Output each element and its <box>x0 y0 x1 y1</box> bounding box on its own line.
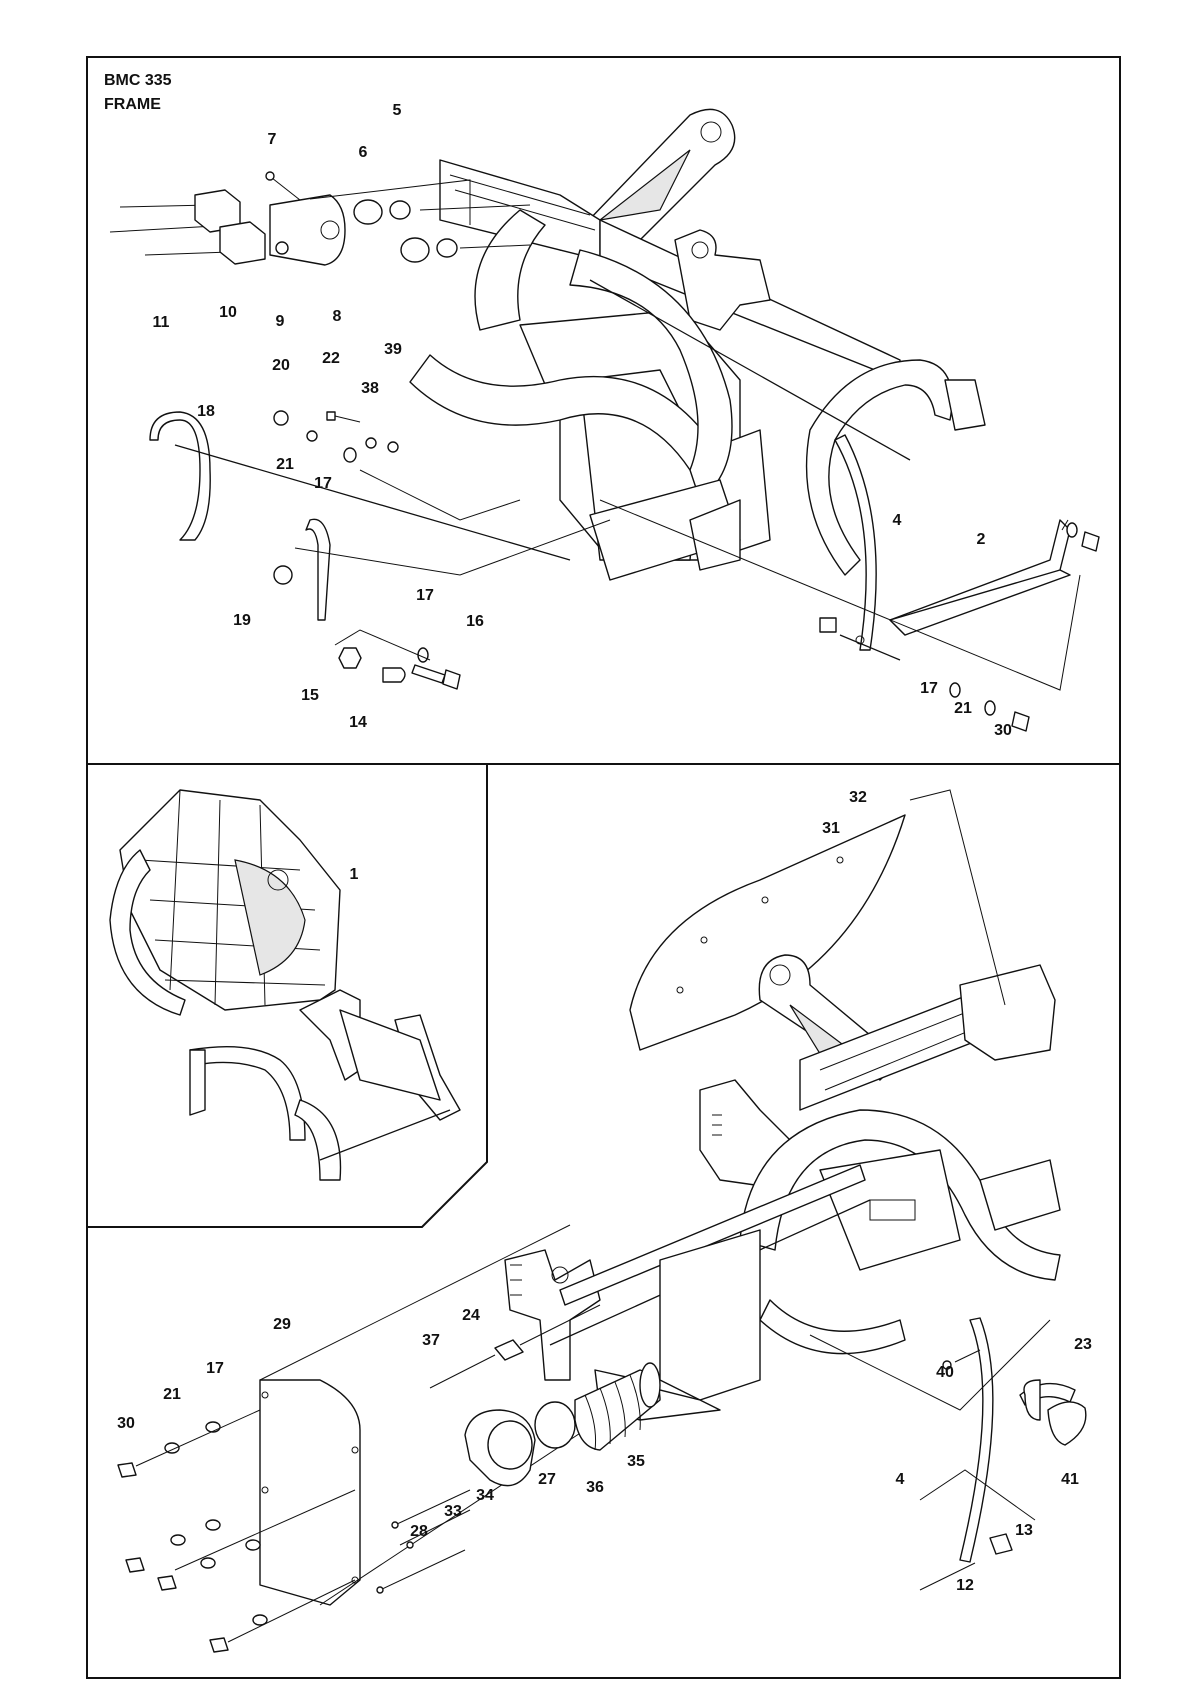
lower-frame-assembly <box>117 789 1087 1653</box>
callout-41: 41 <box>1061 1471 1079 1488</box>
callout-29: 29 <box>273 1316 291 1333</box>
callout-8: 8 <box>333 308 342 325</box>
callout-24: 24 <box>462 1307 480 1324</box>
callout-10: 10 <box>219 304 237 321</box>
callout-5: 5 <box>393 102 402 119</box>
inset-frame-item-1 <box>109 789 461 1181</box>
callout-30: 30 <box>994 722 1012 739</box>
callout-36: 36 <box>586 1479 604 1496</box>
callout-20: 20 <box>272 357 290 374</box>
callout-21: 21 <box>163 1386 181 1403</box>
header-model: BMC 335 <box>104 72 172 89</box>
callout-6: 6 <box>359 144 368 161</box>
callout-33: 33 <box>444 1503 462 1520</box>
callout-1: 1 <box>350 866 359 883</box>
callout-34: 34 <box>476 1487 494 1504</box>
callout-17: 17 <box>314 475 332 492</box>
callout-17: 17 <box>920 680 938 697</box>
callout-31: 31 <box>822 820 840 837</box>
callout-28: 28 <box>410 1523 428 1540</box>
callout-16: 16 <box>466 613 484 630</box>
callout-4: 4 <box>893 512 902 529</box>
callout-17: 17 <box>206 1360 224 1377</box>
callout-23: 23 <box>1074 1336 1092 1353</box>
callout-30: 30 <box>117 1415 135 1432</box>
callout-40: 40 <box>936 1364 954 1381</box>
upper-frame-assembly <box>109 108 1100 732</box>
diagram-border <box>86 56 1121 1679</box>
callout-18: 18 <box>197 403 215 420</box>
callout-21: 21 <box>954 700 972 717</box>
header-section: FRAME <box>104 96 161 113</box>
callout-14: 14 <box>349 714 367 731</box>
callout-19: 19 <box>233 612 251 629</box>
callout-12: 12 <box>956 1577 974 1594</box>
callout-39: 39 <box>384 341 402 358</box>
callout-38: 38 <box>361 380 379 397</box>
callout-17: 17 <box>416 587 434 604</box>
callout-37: 37 <box>422 1332 440 1349</box>
callout-11: 11 <box>153 314 170 331</box>
callout-22: 22 <box>322 350 340 367</box>
callout-2: 2 <box>977 531 986 548</box>
callout-27: 27 <box>538 1471 556 1488</box>
callout-9: 9 <box>276 313 285 330</box>
callout-21: 21 <box>276 456 294 473</box>
callout-35: 35 <box>627 1453 645 1470</box>
callout-15: 15 <box>301 687 319 704</box>
callout-7: 7 <box>268 131 277 148</box>
callout-32: 32 <box>849 789 867 806</box>
callout-4: 4 <box>896 1471 905 1488</box>
callout-13: 13 <box>1015 1522 1033 1539</box>
